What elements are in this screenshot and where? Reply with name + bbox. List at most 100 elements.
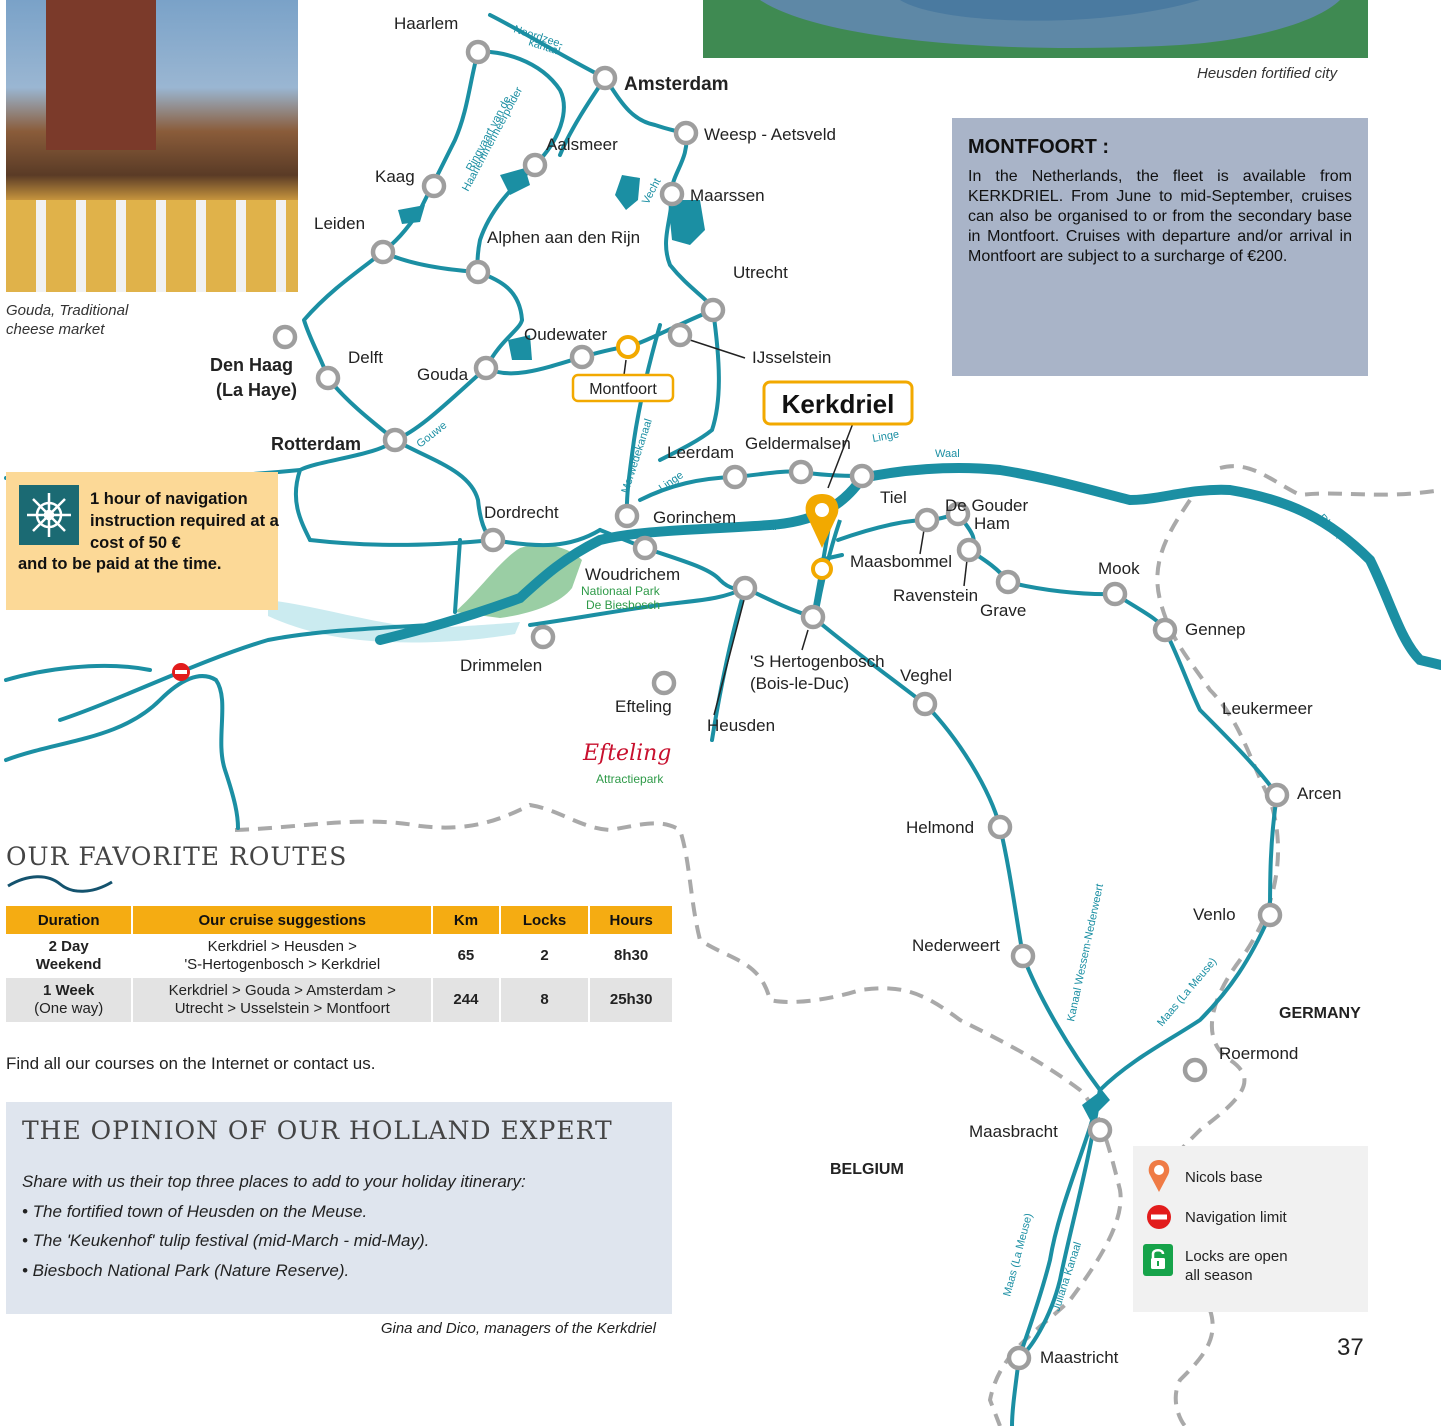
- node-maasbracht: [1087, 1117, 1113, 1143]
- label-maastricht: Maastricht: [1040, 1348, 1119, 1367]
- wlabel-linge-2: Linge: [871, 428, 900, 444]
- node-maarssen: [659, 181, 685, 207]
- opinion-item: • Biesboch National Park (Nature Reserve…: [22, 1261, 350, 1280]
- leader-lines: [623, 339, 968, 716]
- cell-suggestion: Kerkdriel > Heusden > 'S-Hertogenbosch >…: [132, 934, 434, 978]
- node-rotterdam: [382, 427, 408, 453]
- node-gorinchem: [614, 503, 640, 529]
- cell-hours: 8h30: [589, 934, 672, 978]
- montfoort-info-box: MONTFOORT : In the Netherlands, the flee…: [952, 118, 1368, 376]
- label-hertogenbosch-2: (Bois-le-Duc): [750, 674, 849, 693]
- node-efteling: [651, 670, 677, 696]
- wlabel-maas-1: Maas (La Meuse): [1155, 956, 1219, 1029]
- montfoort-text: In the Netherlands, the fleet is availab…: [968, 168, 1352, 265]
- label-germany: GERMANY: [1279, 1005, 1361, 1022]
- label-weesp: Weesp - Aetsveld: [704, 125, 836, 144]
- label-degouder-2: Ham: [974, 514, 1010, 533]
- label-drimmelen: Drimmelen: [460, 656, 542, 675]
- montfoort-title: MONTFOORT :: [968, 136, 1110, 158]
- label-park-1: Nationaal Park: [581, 584, 661, 598]
- cell-km: 244: [432, 978, 501, 1022]
- navigation-instruction-text: 1 hour of navigation instruction require…: [90, 490, 279, 552]
- node-drimmelen: [530, 624, 556, 650]
- navigation-instruction-box: 1 hour of navigation instruction require…: [6, 472, 279, 610]
- label-maasbommel: Maasbommel: [850, 552, 952, 571]
- country-borders: [234, 464, 1441, 1426]
- header-duration: Duration: [6, 906, 134, 934]
- routes-title-wave: [7, 875, 113, 893]
- montfoort-base-marker: [616, 335, 640, 359]
- label-arcen: Arcen: [1297, 784, 1341, 803]
- node-ijsselstein: [667, 322, 693, 348]
- node-maasbommel: [914, 507, 940, 533]
- label-amsterdam: Amsterdam: [624, 74, 729, 95]
- navigation-limit-icon: [172, 663, 190, 681]
- legend-locks-label: Locks are open all season: [1185, 1248, 1288, 1284]
- kerkdriel-pin-icon: [805, 494, 839, 548]
- cell-locks: 2: [499, 934, 591, 978]
- label-park-2: De Biesbosch: [586, 598, 660, 612]
- node-roermond: [1182, 1057, 1208, 1083]
- kaag-lake: [398, 205, 425, 224]
- town-nodes: [272, 39, 1290, 1371]
- cell-suggestion: Kerkdriel > Gouda > Amsterdam > Utrecht …: [132, 978, 434, 1022]
- label-woudrichem: Woudrichem: [585, 565, 680, 584]
- montfoort-label: Montfoort: [589, 381, 657, 398]
- label-helmond: Helmond: [906, 818, 974, 837]
- navigation-limit-legend-icon: [1147, 1205, 1171, 1229]
- opinion-item: • The 'Keukenhof' tulip festival (mid-Ma…: [22, 1231, 430, 1250]
- node-woudrichem: [632, 535, 658, 561]
- label-delft: Delft: [348, 348, 383, 367]
- node-utrecht: [700, 297, 726, 323]
- label-rotterdam: Rotterdam: [271, 434, 361, 454]
- kerkdriel-label: Kerkdriel: [782, 389, 895, 419]
- cell-duration: 2 Day Weekend: [6, 934, 134, 978]
- label-dordrecht: Dordrecht: [484, 503, 559, 522]
- label-denhaag-2: (La Haye): [216, 380, 297, 400]
- node-degouder: [945, 501, 971, 527]
- navigation-payment-text: and to be paid at the time.: [18, 555, 222, 573]
- node-weesp: [673, 120, 699, 146]
- label-leerdam: Leerdam: [667, 443, 734, 462]
- label-oudewater: Oudewater: [524, 325, 607, 344]
- map-legend: Nicols base Navigation limit Locks are o…: [1133, 1146, 1368, 1312]
- cell-km: 65: [432, 934, 501, 978]
- wlabel-waal-2: Waal: [752, 521, 777, 533]
- label-geldermalsen: Geldermalsen: [745, 434, 851, 453]
- label-gorinchem: Gorinchem: [653, 508, 736, 527]
- node-helmond: [987, 814, 1013, 840]
- label-maarssen: Maarssen: [690, 186, 765, 205]
- node-leiden: [370, 239, 396, 265]
- opinion-title: THE OPINION OF OUR HOLLAND EXPERT: [22, 1116, 613, 1145]
- label-veghel: Veghel: [900, 666, 952, 685]
- wlabel-waal-1: Waal: [935, 448, 960, 460]
- cell-duration: 1 Week (One way): [6, 978, 134, 1022]
- label-venlo: Venlo: [1193, 905, 1236, 924]
- label-leukermeer: Leukermeer: [1222, 699, 1313, 718]
- label-denhaag-1: Den Haag: [210, 355, 293, 375]
- opinion-signature-text: Gina and Dico, managers of the Kerkdriel: [380, 1320, 656, 1337]
- efteling-subtitle: Attractiepark: [596, 772, 664, 786]
- label-alphen: Alphen aan den Rijn: [487, 228, 640, 247]
- efteling-logo: Efteling: [582, 741, 671, 766]
- node-heusden: [732, 575, 758, 601]
- maasbracht-lake: [1082, 1090, 1110, 1120]
- table-row: 2 Day Weekend Kerkdriel > Heusden > 'S-H…: [6, 934, 672, 978]
- label-belgium: BELGIUM: [830, 1161, 904, 1178]
- page-number: 37: [1337, 1334, 1364, 1361]
- node-hertogenbosch: [800, 604, 826, 630]
- header-suggestions: Our cruise suggestions: [132, 906, 434, 934]
- label-leiden: Leiden: [314, 214, 365, 233]
- node-maastricht: [1006, 1345, 1032, 1371]
- unlocked-padlock-icon: [1143, 1244, 1173, 1276]
- wlabel-rhein: Rhein: [1316, 512, 1344, 541]
- heusden-caption: Heusden fortified city: [1197, 65, 1338, 82]
- table-header: Duration Our cruise suggestions Km Locks…: [6, 906, 672, 934]
- kerkdriel-base-marker: [811, 558, 833, 580]
- label-maasbracht: Maasbracht: [969, 1122, 1058, 1141]
- node-amsterdam: [592, 65, 618, 91]
- label-nederweert: Nederweert: [912, 936, 1000, 955]
- waal-river: [375, 463, 1441, 670]
- legend-limit-label: Navigation limit: [1185, 1209, 1287, 1226]
- node-grave: [995, 569, 1021, 595]
